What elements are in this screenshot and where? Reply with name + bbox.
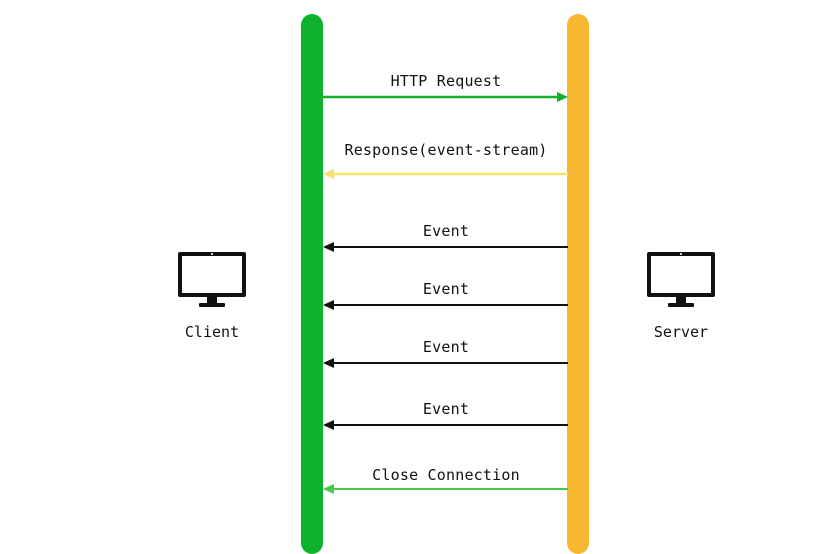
- client-lifeline: [301, 14, 323, 554]
- client-monitor-icon: [176, 250, 248, 310]
- message-arrow: [323, 420, 568, 430]
- message-label: HTTP Request: [390, 72, 502, 90]
- message-label: Response(event-stream): [344, 141, 548, 159]
- message-label: Close Connection: [372, 466, 520, 484]
- message-label: Event: [422, 222, 470, 240]
- arrow-head: [323, 484, 334, 494]
- arrow-head: [557, 92, 568, 102]
- arrow-head: [323, 242, 334, 252]
- message-label: Event: [422, 338, 470, 356]
- message-arrow: [323, 92, 568, 102]
- message-arrow: [323, 484, 568, 494]
- message-arrows: [323, 92, 568, 494]
- client-label: Client: [184, 323, 240, 341]
- arrow-head: [323, 358, 334, 368]
- arrow-head: [323, 420, 334, 430]
- server-monitor-icon: [645, 250, 717, 310]
- server-lifeline: [567, 14, 589, 554]
- arrow-head: [323, 300, 334, 310]
- message-arrow: [323, 300, 568, 310]
- message-arrow: [323, 169, 568, 179]
- message-arrow: [323, 242, 568, 252]
- message-arrow: [323, 358, 568, 368]
- message-label: Event: [422, 280, 470, 298]
- server-label: Server: [653, 323, 709, 341]
- message-label: Event: [422, 400, 470, 418]
- arrow-head: [323, 169, 334, 179]
